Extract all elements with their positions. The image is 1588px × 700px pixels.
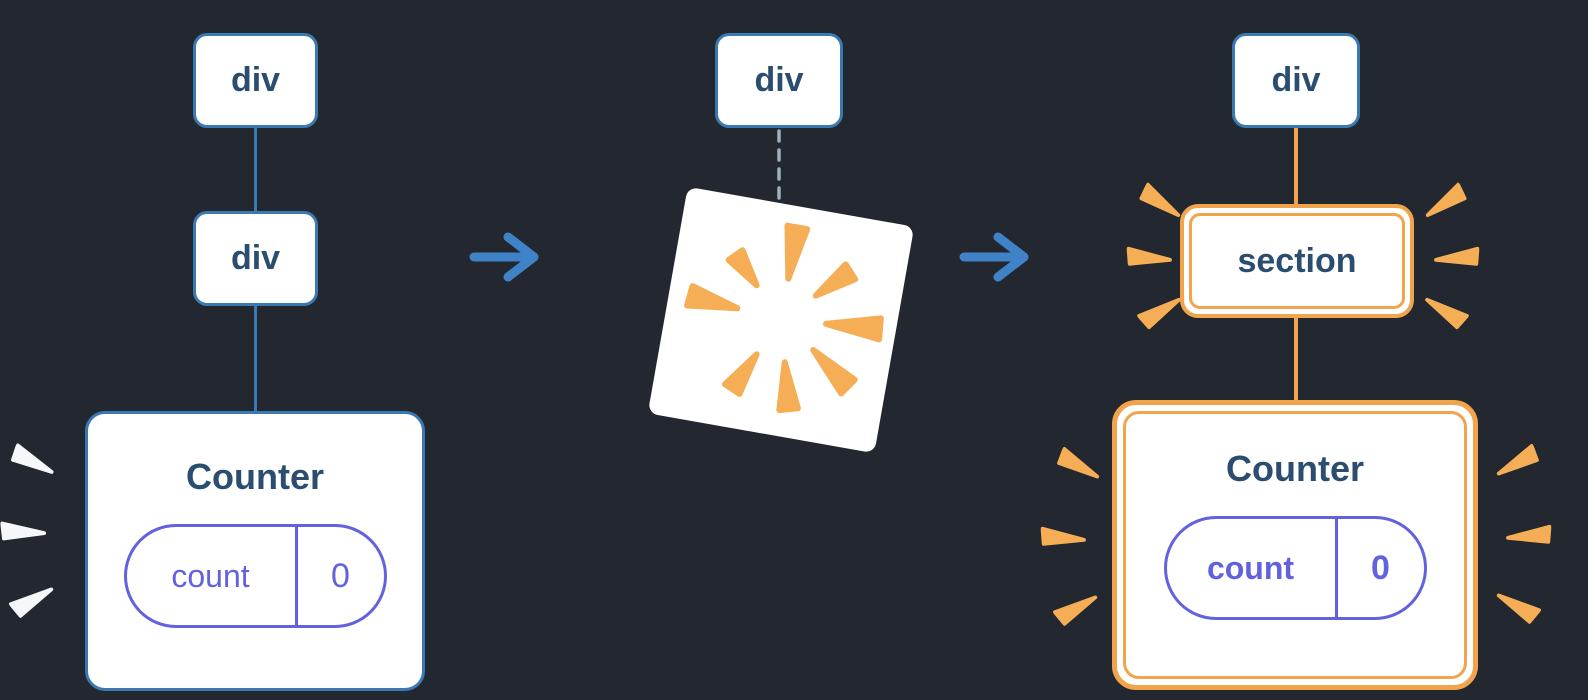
emphasis-ray-icon (1040, 526, 1087, 546)
state-pill: count 0 (123, 524, 387, 628)
emphasis-ray-icon (1126, 246, 1173, 266)
emphasis-ray-icon (1425, 182, 1467, 218)
component-title: Counter (1226, 448, 1364, 489)
state-pill-divider (1334, 519, 1338, 617)
dom-node-label: div (754, 61, 804, 99)
arrow-right-icon (469, 232, 539, 282)
emphasis-ray-icon (1505, 524, 1552, 544)
emphasis-ray-icon (1496, 444, 1539, 476)
dom-node-root: div (715, 33, 843, 128)
state-pill-divider (294, 527, 298, 625)
emphasis-ray-icon (1137, 297, 1181, 330)
dom-node-label: div (1271, 61, 1321, 99)
state-key: count (1206, 549, 1295, 586)
tree-connector-line (254, 304, 257, 413)
component-title: Counter (186, 456, 324, 497)
state-value: 0 (331, 556, 350, 595)
emphasis-ray-icon (8, 587, 54, 618)
dom-node-child: div (193, 211, 318, 306)
tree-connector-line (1294, 314, 1298, 404)
counter-component-card: Counter count 0 (85, 411, 425, 691)
poof-card (647, 186, 915, 454)
emphasis-ray-icon (1057, 447, 1100, 479)
emphasis-ray-icon (0, 521, 47, 541)
poof-burst-icon (684, 222, 884, 414)
arrow-right-icon (959, 232, 1029, 282)
tree-connector-line (1294, 126, 1298, 208)
emphasis-ray-icon (1496, 593, 1542, 624)
state-value: 0 (1371, 548, 1390, 587)
dom-node-root: div (193, 33, 318, 128)
emphasis-ray-icon (1425, 297, 1469, 330)
dom-node-label: div (230, 61, 281, 99)
emphasis-ray-icon (1433, 246, 1480, 266)
dom-node-label: div (230, 239, 281, 277)
dom-node-label: section (1237, 241, 1357, 280)
tree-connector-line (254, 126, 257, 213)
emphasis-ray-icon (11, 443, 54, 474)
counter-component-card: Counter count 0 (1112, 400, 1478, 690)
dom-node-root: div (1232, 33, 1360, 128)
emphasis-ray-icon (1052, 595, 1098, 626)
emphasis-ray-icon (1139, 182, 1181, 218)
section-node: section (1180, 204, 1414, 318)
state-pill: count 0 (1163, 516, 1427, 620)
state-key: count (171, 557, 250, 594)
